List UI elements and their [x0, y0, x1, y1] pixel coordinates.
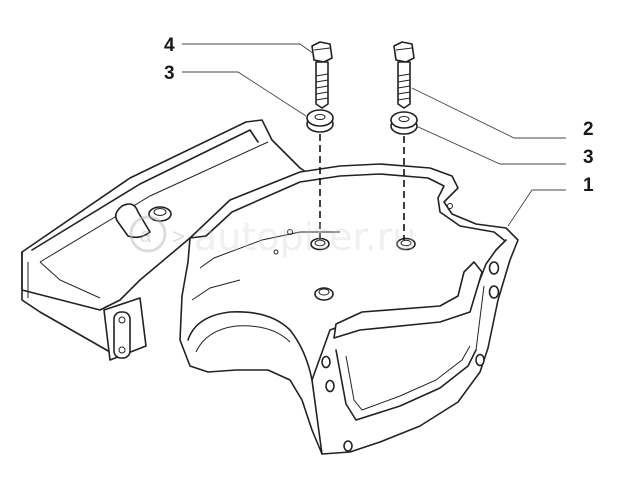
callout-3-right: 3 [583, 147, 594, 168]
leader-4 [182, 43, 315, 55]
callout-1: 1 [583, 175, 594, 196]
callout-3-left: 3 [164, 63, 175, 84]
flange-hole [343, 440, 353, 452]
bolt-part-2 [393, 41, 415, 109]
hook-tab [114, 203, 151, 239]
leader-3-left [182, 71, 307, 117]
flange-hole [321, 355, 331, 369]
washer-part-3-right [390, 111, 418, 135]
callout-4: 4 [164, 35, 175, 56]
slot-hole [113, 311, 131, 359]
watermark-logo-icon [129, 215, 167, 253]
leader-3-right [415, 125, 566, 165]
leader-2 [411, 87, 566, 139]
leader-1 [507, 189, 566, 227]
svg-text:>: > [172, 224, 185, 249]
flange-hole [488, 261, 500, 275]
center-hole [314, 287, 334, 301]
watermark: a > autopiter.ru [129, 215, 416, 259]
svg-text:a: a [140, 225, 152, 247]
flange-hole [325, 379, 335, 393]
bolt-part-4 [311, 41, 333, 109]
watermark-text: autopiter.ru [194, 215, 416, 259]
washer-part-3-left [306, 109, 334, 133]
bracket-part-1 [21, 119, 519, 455]
flange-hole [488, 285, 500, 299]
callout-2: 2 [583, 119, 594, 140]
flange-hole [475, 353, 485, 367]
